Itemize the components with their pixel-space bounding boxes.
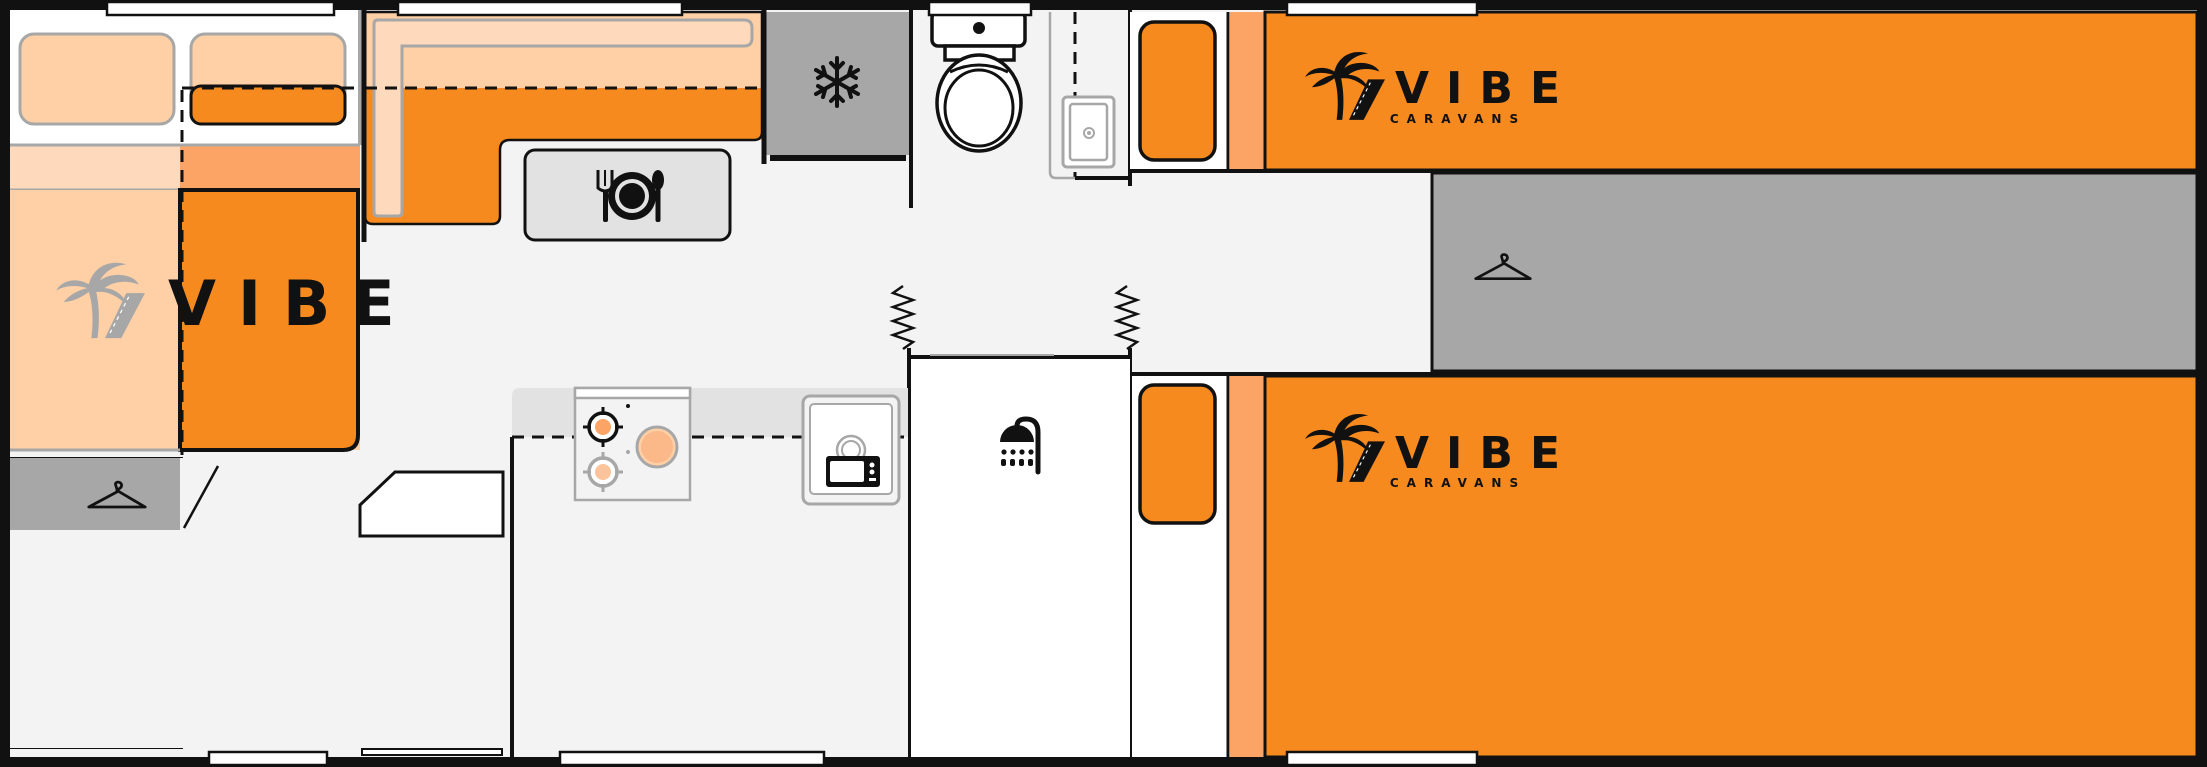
rear-bed-bottom: VIBE CARAVANS (1128, 348, 2199, 759)
entry-door-threshold (361, 748, 503, 756)
plate-cutlery-icon (596, 170, 664, 222)
brand-name-front: VIBE (168, 267, 417, 340)
rear-top-pillow (1138, 20, 1217, 162)
shower (907, 348, 1130, 757)
fridge (761, 10, 913, 208)
brand-name-rear-bottom: VIBE (1395, 428, 1577, 479)
window-bottom-2 (558, 750, 826, 767)
rear-wardrobe (1430, 171, 2199, 373)
microwave-icon (801, 394, 901, 506)
gas-burner-icon (573, 386, 692, 502)
brand-name-rear-top: VIBE (1395, 63, 1577, 114)
l-lounge (361, 10, 764, 242)
window-top-1 (105, 0, 336, 17)
window-top-3 (927, 0, 1033, 17)
bathroom (930, 10, 1132, 186)
brand-tagline-rear-top: CARAVANS (1390, 112, 1526, 126)
rear-bottom-pillow (1138, 383, 1217, 525)
shower-icon (1000, 416, 1041, 475)
spring-divider-right (1113, 284, 1141, 351)
front-pillow-left (18, 32, 176, 126)
window-bottom-1 (207, 750, 329, 767)
toilet-icon (930, 10, 1027, 153)
window-top-2 (396, 0, 684, 17)
brand-tagline-rear-bottom: CARAVANS (1390, 476, 1526, 490)
snowflake-icon (814, 56, 860, 108)
rear-bed-top: VIBE CARAVANS (1130, 10, 2199, 173)
window-bottom-3 (1285, 750, 1479, 767)
spring-divider-left (889, 284, 917, 351)
entry-door-swing (182, 465, 220, 529)
sink-icon (1061, 95, 1116, 169)
front-bed-area: VIBE CARAVANS (9, 10, 760, 749)
window-top-4 (1285, 0, 1479, 17)
entry-step (358, 470, 505, 538)
kitchen-bench (510, 386, 908, 757)
